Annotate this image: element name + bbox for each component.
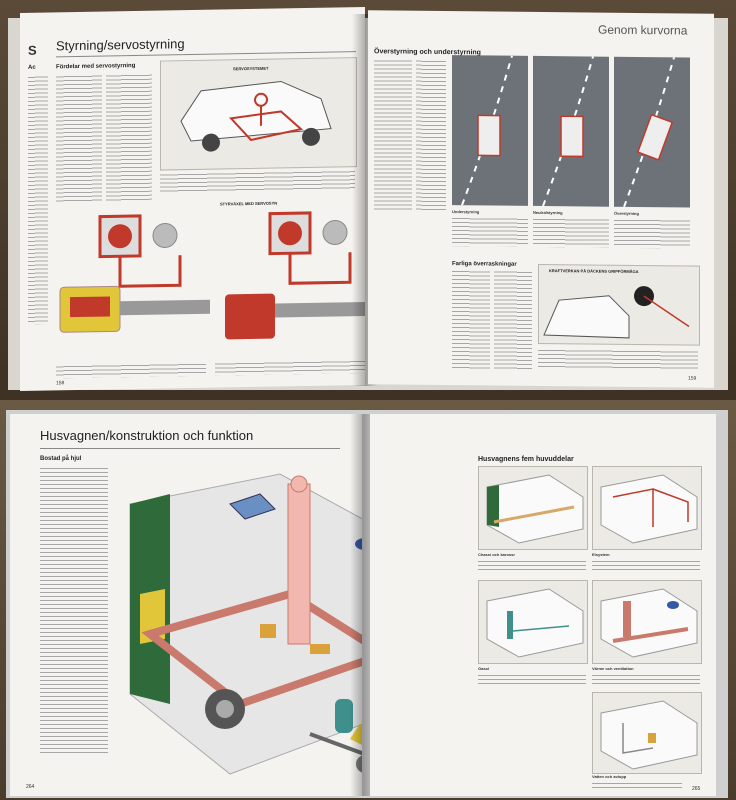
body-text-col4 — [494, 269, 532, 370]
caption-gas: Gasol — [478, 666, 490, 671]
diagram-caption-text — [160, 169, 355, 193]
road-svg — [461, 55, 513, 206]
running-head: Genom kurvorna — [598, 22, 688, 38]
photo-oversteer — [614, 56, 690, 208]
caption-heating: Värme och ventilation — [592, 666, 634, 671]
caption-text — [478, 673, 586, 687]
subheading: Husvagnens fem huvuddelar — [478, 456, 574, 463]
caption-text — [592, 559, 700, 573]
page-number: 158 — [56, 380, 65, 387]
page-number: 264 — [26, 784, 35, 790]
caravan-mini-svg — [486, 588, 584, 658]
panel-chassis — [478, 466, 588, 550]
servo-system-diagram: SERVOSYSTEMET — [160, 57, 357, 171]
subheading: Fördelar med servostyrning — [56, 62, 136, 71]
body-text-column — [40, 466, 108, 756]
caravan-mini-svg — [600, 588, 698, 658]
edge-running-head: S — [28, 42, 37, 58]
panel-electrical — [592, 466, 702, 550]
caption-text — [592, 673, 700, 687]
subheading-2: Farliga överraskningar — [452, 261, 517, 268]
caption-oversteer: Överstyrning — [614, 210, 639, 217]
grip-diagram: KRAFTVERKAN PÅ DÄCKENS GRIPFÖRMÅGA — [538, 263, 700, 346]
car-steering-svg — [180, 80, 332, 152]
caption-neutral: Neutralstyrning — [533, 209, 563, 216]
caption-text-1 — [452, 216, 528, 247]
title-rule — [40, 448, 340, 449]
body-text-col2 — [416, 58, 446, 212]
page-title: Husvagnen/konstruktion och funktion — [40, 428, 254, 443]
caption-electrical: Elsystem — [592, 552, 610, 557]
body-text-col2 — [106, 72, 152, 202]
page-title: Styrning/servostyrning — [56, 36, 185, 54]
page-number: 265 — [692, 786, 701, 792]
footnote-text-1 — [56, 361, 206, 379]
caption-chassis: Chassi och karossr — [478, 552, 515, 557]
car-tire-svg — [543, 286, 690, 339]
body-text-col1 — [56, 73, 102, 203]
left-page-264: Husvagnen/konstruktion och funktion Bost… — [10, 414, 362, 796]
edge-text — [28, 74, 48, 325]
body-text-col1 — [374, 58, 412, 211]
road-svg — [542, 56, 594, 207]
right-page-265: Husvagnens fem huvuddelar Chassi och kar… — [370, 414, 716, 796]
photo-top: S Ac Styrning/servostyrning Fördelar med… — [0, 0, 736, 400]
caption-understeer: Understyrning — [452, 209, 480, 215]
caption-text-3 — [614, 217, 690, 249]
road-svg — [623, 57, 675, 208]
photo-neutral — [533, 55, 609, 207]
panel-water — [592, 692, 702, 774]
photo-bottom: Husvagnen/konstruktion och funktion Bost… — [0, 400, 736, 800]
photo-understeer — [452, 55, 528, 206]
caption-text-2 — [533, 216, 609, 248]
caption-text — [478, 559, 586, 573]
grip-caption-text — [538, 347, 698, 370]
footnote-text-2 — [215, 358, 365, 376]
subheading: Bostad på hjul — [40, 456, 82, 462]
caravan-mini-svg — [600, 700, 698, 770]
right-page-159: Genom kurvorna Överstyrning och understy… — [368, 10, 714, 388]
caption-text — [592, 781, 682, 789]
panel-heating — [592, 580, 702, 664]
caravan-cutaway-svg — [129, 473, 362, 775]
caravan-mini-svg — [600, 474, 698, 544]
panel-gas — [478, 580, 588, 664]
hydraulic-diagram-svg — [59, 211, 365, 340]
body-text-col3 — [452, 269, 490, 370]
caravan-mini-svg — [486, 474, 584, 544]
left-page-158: S Ac Styrning/servostyrning Fördelar med… — [20, 6, 365, 392]
caption-water: Vatten och avlopp — [592, 774, 627, 779]
page-number: 159 — [688, 375, 697, 382]
edge-abbrev: Ac — [28, 64, 36, 71]
